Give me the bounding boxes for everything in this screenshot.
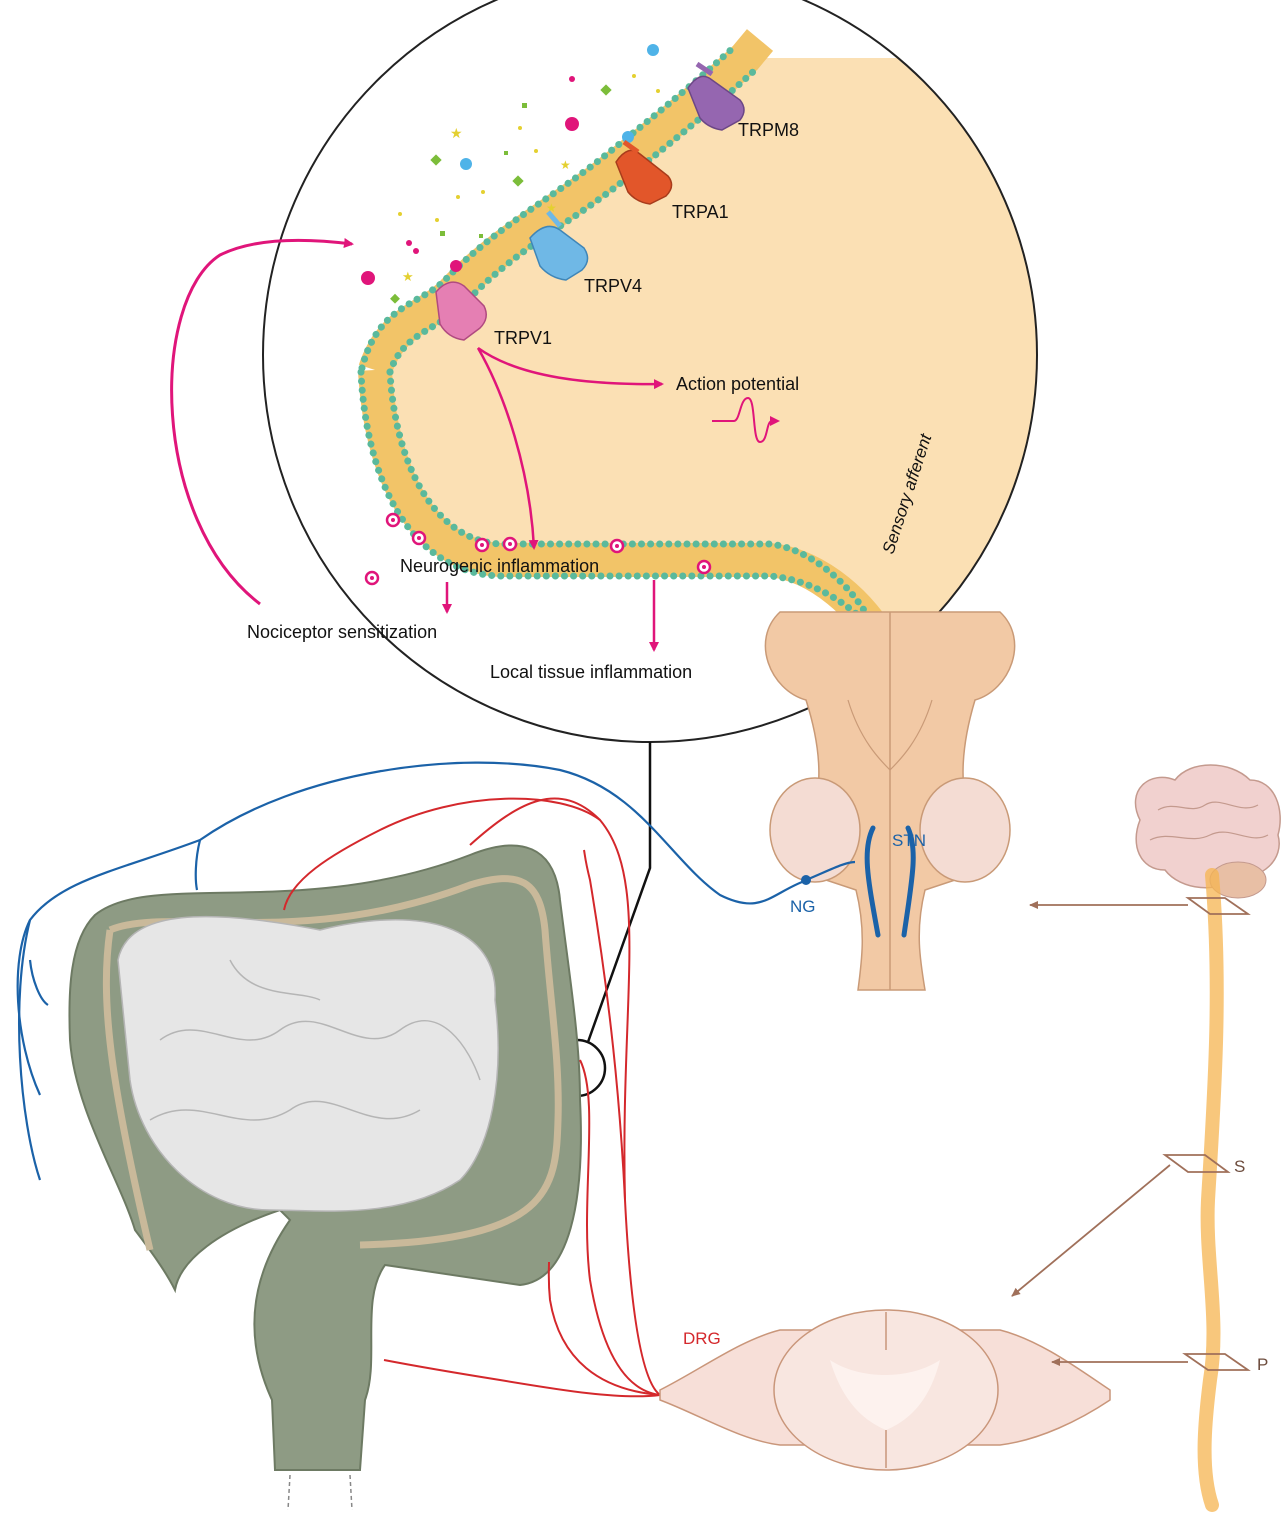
drg-label: DRG [683, 1329, 721, 1348]
svg-text:★: ★ [402, 269, 414, 284]
trpv4-label: TRPV4 [584, 276, 642, 296]
nociceptor-sensitization-label: Nociceptor sensitization [247, 622, 437, 642]
local-tissue-inflammation-label: Local tissue inflammation [490, 662, 692, 682]
ng-label: NG [790, 897, 816, 916]
level-s-label: S [1234, 1157, 1245, 1176]
stn-label: STN [892, 831, 926, 850]
trpm8-label: TRPM8 [738, 120, 799, 140]
colon [69, 845, 580, 1510]
trpa1-label: TRPA1 [672, 202, 729, 222]
zoom-connector-line [588, 742, 650, 1042]
neurogenic-inflammation-label: Neurogenic inflammation [400, 556, 599, 576]
svg-text:★: ★ [450, 125, 463, 141]
spinal-cord-section [660, 1310, 1110, 1470]
action-potential-label: Action potential [676, 374, 799, 394]
level-p-label: P [1257, 1355, 1268, 1374]
svg-text:★: ★ [560, 158, 571, 172]
spinal-cord [1205, 875, 1217, 1505]
brainstem [765, 612, 1014, 990]
trpv1-label: TRPV1 [494, 328, 552, 348]
